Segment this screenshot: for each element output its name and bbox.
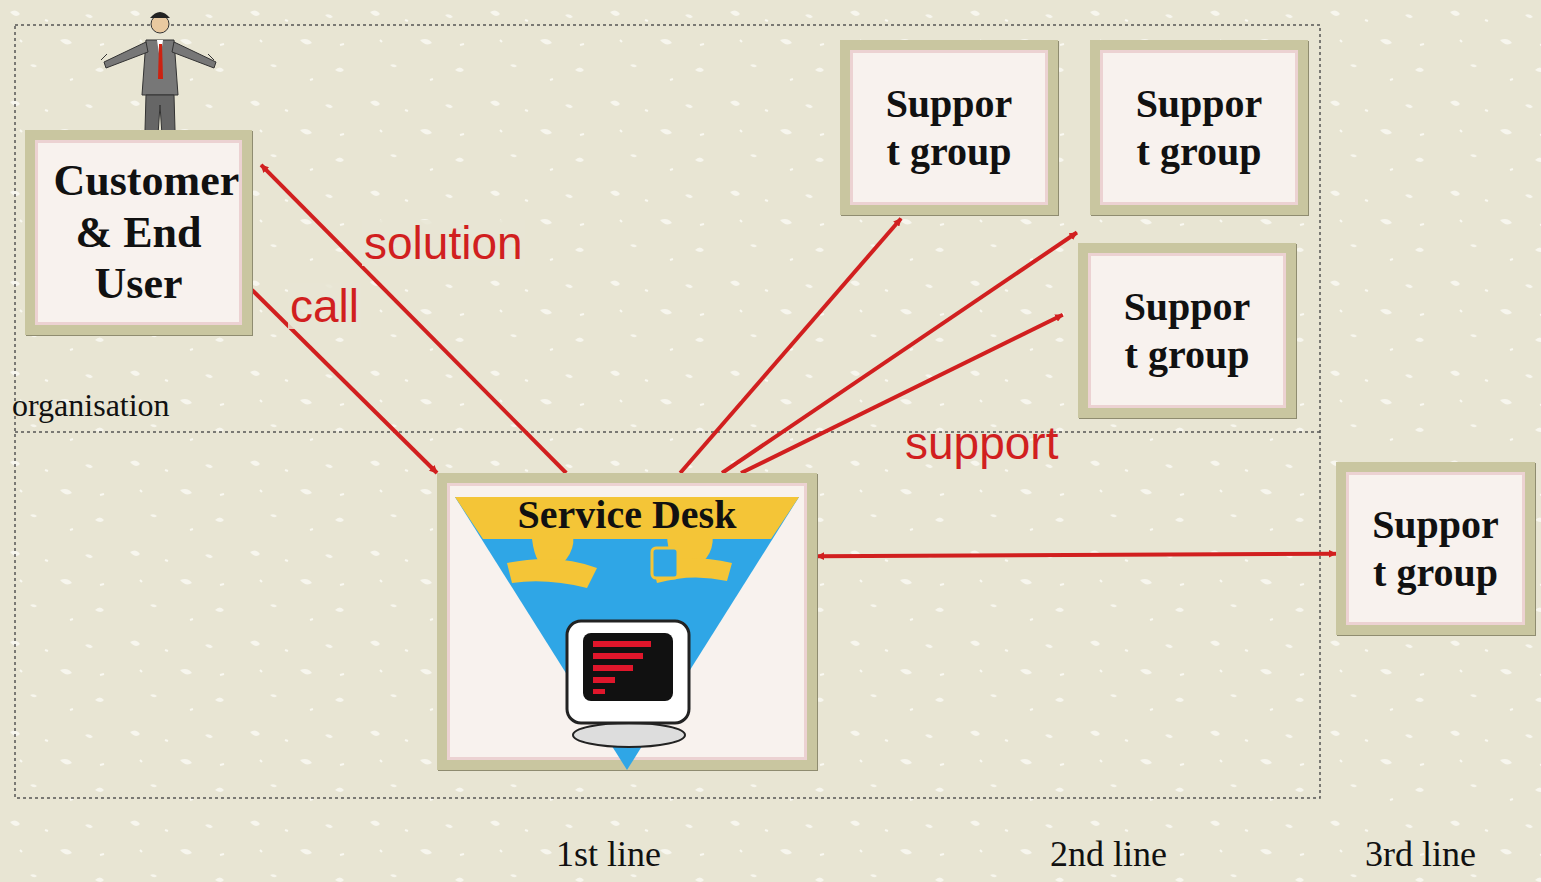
node-title: Service Desk <box>518 495 737 535</box>
line-label: 2nd line <box>1050 836 1167 872</box>
arrow-connector <box>741 315 1063 473</box>
node-title: Suppor t group <box>1365 501 1507 595</box>
node-title: Suppor t group <box>1128 80 1270 174</box>
arrow-connector <box>680 219 901 474</box>
node-subtitle: organisation <box>12 387 170 424</box>
support-group-box: Suppor t group <box>1336 462 1535 635</box>
edge-label: solution <box>362 220 525 266</box>
support-group-box: Suppor t group <box>840 40 1058 215</box>
region-divider <box>15 431 1320 433</box>
organisation-region <box>15 25 1320 798</box>
node-title: Suppor t group <box>878 80 1020 174</box>
line-label: 3rd line <box>1365 836 1476 872</box>
node-title: Suppor t group <box>1116 283 1258 377</box>
arrow-connector <box>722 233 1077 474</box>
edge-label: call <box>288 283 361 329</box>
arrow-connector <box>817 554 1336 556</box>
support-group-box: Suppor t group <box>1078 243 1296 418</box>
service-desk-box: Service Desk <box>437 473 817 770</box>
arrow-connector <box>261 165 566 473</box>
line-label: 1st line <box>556 836 661 872</box>
customer-box: Customer & End Userorganisation <box>25 130 252 335</box>
support-group-box: Suppor t group <box>1090 40 1308 215</box>
support-label: support <box>905 420 1058 466</box>
node-title: Customer & End User <box>54 155 224 311</box>
